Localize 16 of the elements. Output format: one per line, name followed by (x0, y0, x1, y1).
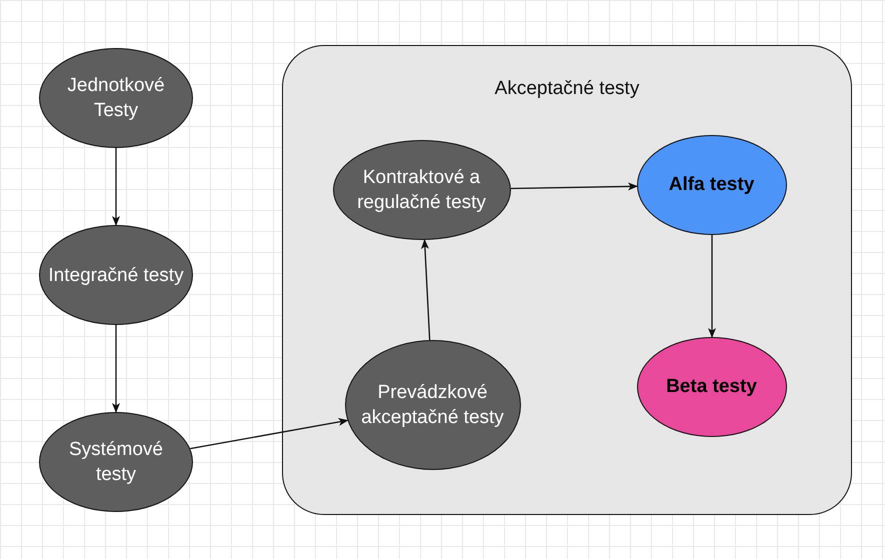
arrow (112, 325, 120, 413)
group-title: Akceptačné testy (494, 78, 640, 100)
arrow (190, 418, 348, 450)
node-label: Systémové testy (68, 438, 164, 487)
arrow (112, 148, 120, 226)
group-container (282, 45, 852, 515)
arrow (421, 238, 430, 340)
node-label: Kontraktové a regulačné testy (356, 166, 487, 214)
node-label: Prevádzkové akceptačné testy (360, 380, 505, 430)
arrow (708, 235, 716, 338)
node-label: Beta testy (666, 375, 757, 399)
node-label: Alfa testy (668, 173, 754, 197)
arrow (510, 182, 638, 190)
node-label: Jednotkové Testy (66, 74, 166, 123)
ellipse-node (39, 48, 193, 148)
node-label: Integračné testy (48, 264, 184, 288)
